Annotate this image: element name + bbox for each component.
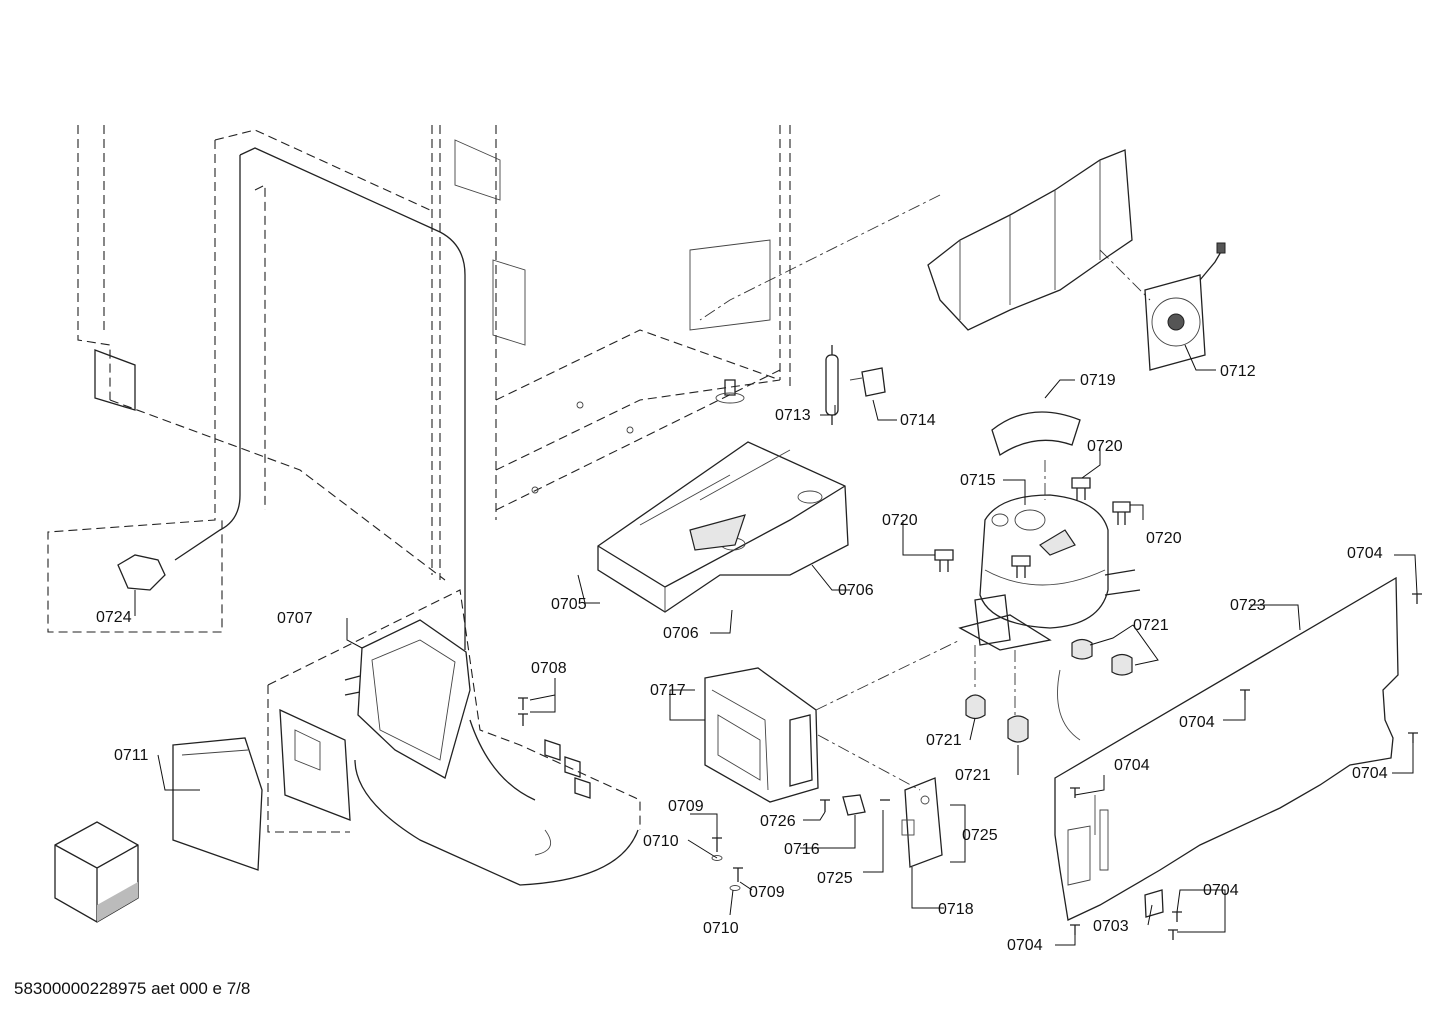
label-0714: 0714 [900, 412, 936, 429]
bolts [934, 477, 1131, 578]
label-0709-bottom: 0709 [749, 884, 785, 901]
label-0720-right: 0720 [1146, 530, 1182, 547]
compressor-cover [991, 411, 1081, 457]
label-0704-d: 0704 [1352, 765, 1388, 782]
label-0705: 0705 [551, 596, 587, 613]
label-0715: 0715 [960, 472, 996, 489]
label-0726: 0726 [760, 813, 796, 830]
label-0723: 0723 [1230, 597, 1266, 614]
label-0716: 0716 [784, 841, 820, 858]
label-0711: 0711 [114, 747, 149, 764]
label-0704-c: 0704 [1114, 757, 1150, 774]
terminal-box [704, 639, 961, 868]
label-0721-left: 0721 [926, 732, 962, 749]
screws-0708 [518, 697, 528, 726]
label-0724: 0724 [96, 609, 132, 626]
grommets [965, 638, 1133, 743]
label-0712: 0712 [1220, 363, 1256, 380]
part-labels: 0719 0712 0713 0714 0720 0715 0720 0720 … [96, 363, 1388, 954]
label-0725-left: 0725 [817, 870, 853, 887]
label-0710-top: 0710 [643, 833, 679, 850]
rear-panel [1054, 576, 1422, 940]
leader-lines [134, 344, 1418, 946]
label-0718: 0718 [938, 901, 974, 918]
drip-tray [597, 441, 849, 613]
fan-bracket [699, 149, 1226, 371]
label-0703: 0703 [1093, 918, 1129, 935]
label-0707: 0707 [277, 610, 313, 627]
label-0710-bottom: 0710 [703, 920, 739, 937]
label-0704-f: 0704 [1007, 937, 1043, 954]
orientation-cube-icon [54, 821, 139, 923]
label-0721-bottom: 0721 [955, 767, 991, 784]
label-0709-top: 0709 [668, 798, 704, 815]
sensor-cable-loop [47, 129, 466, 650]
label-0704-b: 0704 [1179, 714, 1215, 731]
label-0704-a: 0704 [1347, 545, 1383, 562]
label-0725-right: 0725 [962, 827, 998, 844]
label-0717: 0717 [650, 682, 686, 699]
label-0706-right: 0706 [838, 582, 874, 599]
compressor [958, 460, 1141, 725]
label-0719: 0719 [1080, 372, 1116, 389]
label-0708: 0708 [531, 660, 567, 677]
label-0713: 0713 [775, 407, 811, 424]
screws-0709-0710 [711, 837, 743, 891]
label-0720-top: 0720 [1087, 438, 1123, 455]
label-0720-left: 0720 [882, 512, 918, 529]
document-code: 58300000228975 aet 000 e 7/8 [14, 979, 251, 998]
label-0706-left: 0706 [663, 625, 699, 642]
label-0704-e: 0704 [1203, 882, 1239, 899]
label-0721-right: 0721 [1133, 617, 1169, 634]
electronics-housing [172, 589, 641, 886]
cabinet-outline [77, 125, 791, 581]
